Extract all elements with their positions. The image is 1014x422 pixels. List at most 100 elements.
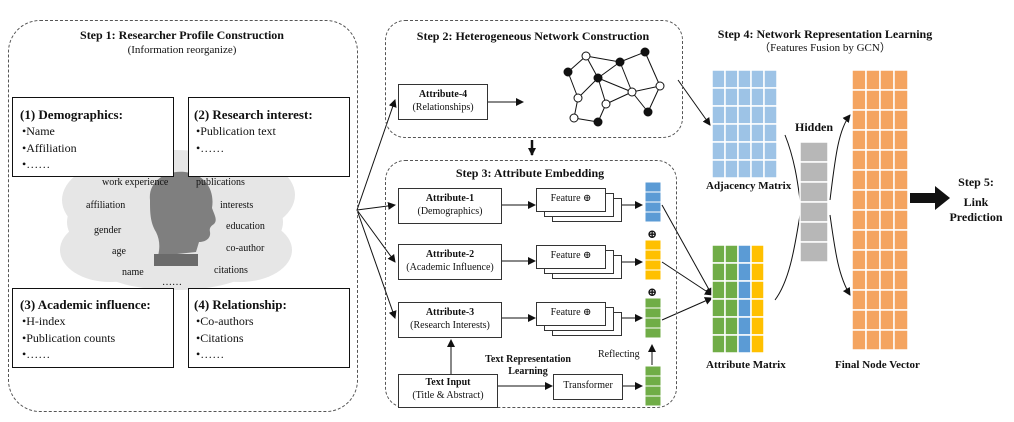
attribute-matrix-cell [737,244,752,264]
reflecting-label: Reflecting [598,349,640,360]
final-vector-cell [893,229,909,251]
final-vector-cell [851,209,867,231]
final-vector-cell [879,249,895,271]
attribute4-name: Attribute-4 [418,89,468,100]
attribute-matrix-cell [750,244,765,264]
attribute-matrix-cell [724,334,739,354]
attribute3-box [398,302,502,338]
demographics-item: •…… [22,157,51,171]
adjacency-matrix-cell [711,87,726,107]
graph-edge [619,61,633,93]
oplus-symbol: ⊕ [647,285,658,299]
cloud-word: citations [214,265,248,276]
adjacency-matrix-cell [750,87,765,107]
attribute-matrix-cell [711,298,726,318]
demographics-item: •Name [22,124,55,138]
final-vector-cell [893,289,909,311]
graph-edge [567,71,579,99]
attribute1-desc: (Demographics) [417,206,483,217]
oplus-symbol: ⊕ [647,227,658,241]
final-vector-cell [865,289,881,311]
relationship-item: •…… [196,347,225,361]
attribute1-box [398,188,502,224]
cloud-word: publications [196,177,245,188]
hidden-layer-cell [799,141,829,163]
adjacency-matrix-cell [750,159,765,179]
final-vector-label: Final Node Vector [835,359,920,371]
feature-card [536,188,606,212]
final-vector-cell [865,269,881,291]
adjacency-matrix-cell [724,159,739,179]
feature-card [536,302,606,326]
attribute-matrix-cell [750,334,765,354]
final-vector-cell [865,109,881,131]
final-vector-cell [893,269,909,291]
adjacency-matrix-cell [750,69,765,89]
cloud-word: interests [220,200,254,211]
final-vector-cell [865,149,881,171]
adjacency-matrix-cell [763,159,778,179]
final-vector-cell [893,329,909,351]
attribute-matrix-cell [724,280,739,300]
final-vector-cell [851,189,867,211]
final-vector-cell [893,149,909,171]
attribute2-box [398,244,502,280]
final-vector-cell [893,89,909,111]
adjacency-matrix-cell [711,69,726,89]
text-input-box [398,374,498,408]
attribute-matrix-cell [711,316,726,336]
attribute-matrix-cell [724,244,739,264]
text-input-desc: (Title & Abstract) [412,390,484,401]
attribute-matrix-cell [737,316,752,336]
feature-label: Feature ⊕ [550,307,592,318]
graph-node [627,87,637,97]
final-vector-cell [865,69,881,91]
attribute-matrix-cell [737,298,752,318]
attribute2-desc: (Academic Influence) [406,262,494,273]
final-vector-cell [879,89,895,111]
text-rep-label: Text Representation [485,354,571,365]
academic-influence-item: •H-index [22,314,66,328]
final-vector-cell [879,289,895,311]
attribute-matrix-cell [750,262,765,282]
adjacency-matrix-cell [724,87,739,107]
attribute-matrix-cell [711,334,726,354]
adjacency-matrix-cell [737,141,752,161]
final-vector-cell [893,129,909,151]
attribute-matrix-cell [711,280,726,300]
final-vector-cell [851,149,867,171]
final-vector-cell [851,89,867,111]
step4-title: Step 4: Network Representation Learning [717,27,933,41]
final-vector-cell [865,229,881,251]
attribute-matrix-cell [750,298,765,318]
step4-subtitle: （Features Fusion by GCN） [759,42,891,54]
relationship-item: •Citations [196,331,244,345]
final-vector-cell [851,69,867,91]
attribute4-box [398,84,488,120]
adjacency-matrix-cell [737,69,752,89]
research-interest-item: •…… [196,141,225,155]
step3-panel [385,160,677,408]
final-vector-cell [893,189,909,211]
text-rep-label: Learning [508,366,548,377]
adjacency-matrix-cell [763,123,778,143]
graph-edge [631,85,661,93]
attribute-matrix-label: Attribute Matrix [706,359,786,371]
attribute2-name: Attribute-2 [425,249,475,260]
graph-node [643,107,653,117]
attribute-matrix-cell [724,316,739,336]
graph-node [593,73,603,83]
graph-node [563,67,573,77]
researcher-head-icon [149,171,216,266]
research-interest-title: (2) Research interest: [194,107,313,122]
research-interest-box [188,97,350,177]
final-vector-cell [865,249,881,271]
final-vector-cell [893,109,909,131]
final-vector-cell [851,229,867,251]
attribute-matrix-cell [724,262,739,282]
final-vector-cell [865,209,881,231]
influence-vector [644,269,662,281]
adjacency-matrix-cell [737,123,752,143]
final-vector-cell [851,109,867,131]
final-vector-cell [879,149,895,171]
